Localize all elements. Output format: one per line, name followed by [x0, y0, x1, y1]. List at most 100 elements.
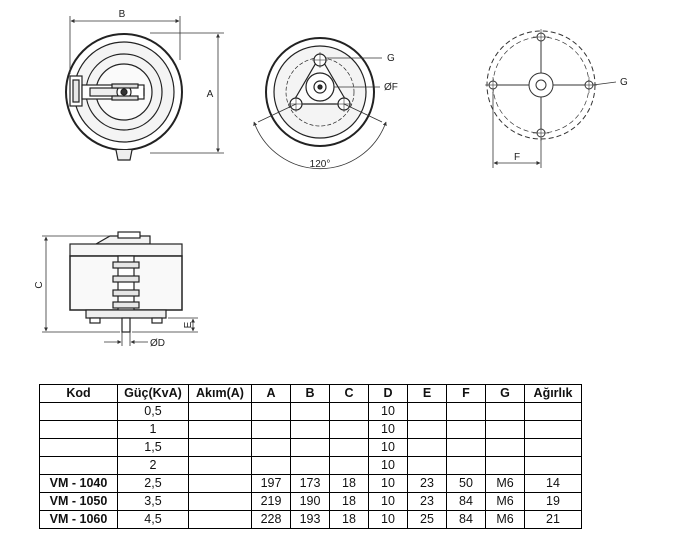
table-cell: 2 [117, 456, 189, 475]
header-d: D [368, 384, 408, 403]
table-cell [524, 420, 582, 439]
table-cell: 173 [290, 474, 330, 493]
table-cell: 19 [524, 492, 582, 511]
header-e: E [407, 384, 447, 403]
table-cell [188, 456, 252, 475]
header-c: C [329, 384, 369, 403]
dimension-c [42, 235, 120, 333]
table-cell [290, 456, 330, 475]
table-cell [485, 438, 525, 457]
table-cell: 1 [117, 420, 189, 439]
table-cell: 10 [368, 456, 408, 475]
table-cell [39, 456, 118, 475]
table-cell: 10 [368, 474, 408, 493]
header-agirlik: Ağırlık [524, 384, 582, 403]
table-cell: 10 [368, 438, 408, 457]
header-guc: Güç(KvA) [117, 384, 189, 403]
header-b: B [290, 384, 330, 403]
back-view [486, 30, 596, 140]
table-cell [485, 456, 525, 475]
table-cell: 18 [329, 510, 369, 529]
table-cell [446, 420, 486, 439]
table-cell: 4,5 [117, 510, 189, 529]
angle-label: 120° [310, 159, 331, 170]
dimension-b [69, 16, 181, 74]
table-cell [407, 420, 447, 439]
table-cell: 10 [368, 492, 408, 511]
table-cell [329, 456, 369, 475]
dimension-a [150, 32, 224, 154]
table-cell [446, 456, 486, 475]
table-row: 1,5 10 [39, 438, 582, 457]
header-akim: Akım(A) [188, 384, 252, 403]
table-cell: 3,5 [117, 492, 189, 511]
table-cell: 10 [368, 402, 408, 421]
table-cell [329, 402, 369, 421]
table-cell [39, 402, 118, 421]
table-cell [524, 402, 582, 421]
table-cell: 228 [251, 510, 291, 529]
table-cell: 50 [446, 474, 486, 493]
table-cell [485, 402, 525, 421]
table-row: 1 10 [39, 420, 582, 439]
header-a: A [251, 384, 291, 403]
dim-label-b: B [119, 9, 126, 20]
dim-label-f-front: ØF [384, 82, 398, 93]
table-cell: VM - 1060 [39, 510, 118, 529]
table-cell [188, 438, 252, 457]
table-cell [290, 420, 330, 439]
table-cell: M6 [485, 492, 525, 511]
table-cell [524, 438, 582, 457]
table-cell [290, 402, 330, 421]
table-cell [39, 420, 118, 439]
table-cell: 14 [524, 474, 582, 493]
table-cell: 1,5 [117, 438, 189, 457]
dim-label-g-front: G [387, 53, 395, 64]
table-cell [188, 402, 252, 421]
header-kod: Kod [39, 384, 118, 403]
table-cell [290, 438, 330, 457]
table-cell [329, 438, 369, 457]
dimension-f-back [492, 92, 542, 168]
side-view [69, 231, 183, 333]
dim-label-e: E [183, 321, 194, 328]
table-cell: 23 [407, 474, 447, 493]
table-cell [188, 510, 252, 529]
table-cell [188, 420, 252, 439]
dim-label-a: A [207, 89, 214, 100]
table-cell [329, 420, 369, 439]
table-cell: 21 [524, 510, 582, 529]
table-cell [407, 402, 447, 421]
table-cell: M6 [485, 510, 525, 529]
table-cell [188, 474, 252, 493]
table-cell: VM - 1040 [39, 474, 118, 493]
table-cell [485, 420, 525, 439]
table-cell: 18 [329, 474, 369, 493]
table-cell: 10 [368, 420, 408, 439]
dim-label-d: ØD [150, 338, 165, 349]
table-cell: 219 [251, 492, 291, 511]
dimension-e [132, 317, 198, 333]
back-crosshairs [485, 29, 597, 141]
dimension-d [104, 332, 148, 346]
table-cell: 23 [407, 492, 447, 511]
angle-dimension [253, 103, 387, 169]
table-cell: 190 [290, 492, 330, 511]
table-cell: 193 [290, 510, 330, 529]
table-cell [251, 402, 291, 421]
table-cell [251, 420, 291, 439]
table-cell [446, 402, 486, 421]
front-view-knob [65, 33, 183, 161]
table-cell: 197 [251, 474, 291, 493]
table-cell [251, 438, 291, 457]
table-cell: 84 [446, 492, 486, 511]
header-f: F [446, 384, 486, 403]
table-cell [446, 438, 486, 457]
table-cell [407, 438, 447, 457]
table-cell: M6 [485, 474, 525, 493]
